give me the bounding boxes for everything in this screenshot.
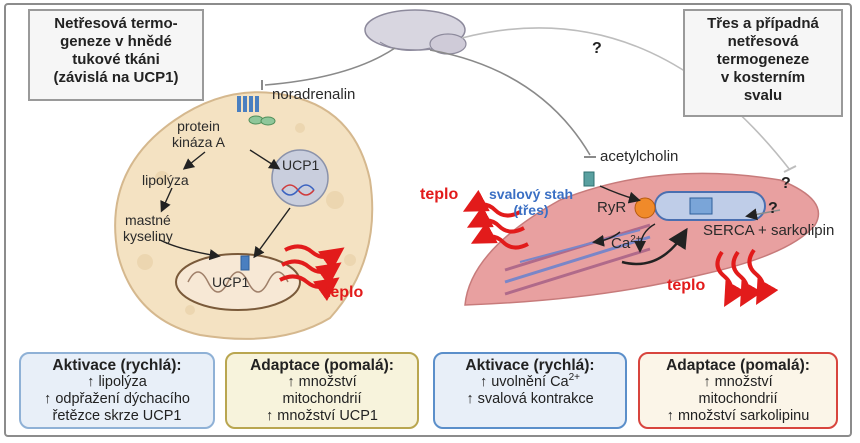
label-serca: SERCA + sarkolipin [703,222,835,239]
receptor-icon [237,96,276,126]
mitochondrion-icon [175,253,301,311]
heat-waves-muscle-bottom [715,248,779,307]
right-title-box: Třes a případná netřesová termogeneze v … [683,9,843,117]
label-fatty-acids-line: mastné [124,212,171,228]
right-title-line: netřesová [727,33,799,50]
box-line: ↑ uvolnění Ca2+ [435,372,625,391]
box-line: ↑ množství sarkolipinu [666,408,810,424]
box-line: mitochondrií [698,391,778,407]
nucleus-icon [271,149,329,207]
box-line: ↑ lipolýza [87,374,147,390]
question-mark: ? [592,40,602,57]
brain-icon [364,9,467,55]
heat-waves-muscle-left [462,189,529,250]
right-title-line: svalu [743,87,783,104]
label-ryr: RyR [597,199,627,216]
ryr-channel-icon [634,197,656,219]
label-lipolysis: lipolýza [142,172,189,188]
box-muscle-activation: Aktivace (rychlá): ↑ uvolnění Ca2+ ↑ sva… [433,352,627,429]
left-title-box: Netřesová termo- geneze v hnědé tukové t… [28,9,204,101]
label-protein-kinase-line: kináza A [172,134,225,150]
label-noradrenalin: noradrenalin [272,86,356,103]
right-title-line: v kosterním [720,69,806,86]
label-calcium-charge: 2+ [630,234,642,245]
label-heat-muscle-bottom: teplo [667,277,706,294]
left-title-line: geneze v hnědé [60,33,172,50]
box-line: ↑ množství [703,374,773,390]
label-muscle-contraction-line: (třes) [513,202,549,218]
box-muscle-adaptation: Adaptace (pomalá): ↑ množství mitochondr… [638,352,838,429]
box-line: mitochondrií [282,391,362,407]
box-header: Adaptace (pomalá): [250,357,394,374]
box-header: Aktivace (rychlá): [52,357,182,374]
left-title-line: tukové tkáni [72,51,160,68]
box-line: řetězce skrze UCP1 [52,408,182,424]
box-line: ↑ množství [287,374,357,390]
label-muscle-contraction: svalový stah (třes) [489,186,573,218]
right-title-line: Třes a případná [707,15,819,32]
left-title-line: Netřesová termo- [54,15,178,32]
figure-frame [4,3,852,437]
question-mark: ? [781,175,791,192]
t-tubule-icon [583,171,595,187]
box-line-text: ↑ uvolnění Ca [479,374,569,390]
left-title-line: (závislá na UCP1) [53,69,179,86]
nerve-to-muscle-unknown [461,27,791,171]
box-line: ↑ svalová kontrakce [466,391,594,407]
label-heat-left: teplo [325,284,364,301]
label-ucp1-nucleus: UCP1 [282,157,320,173]
box-header: Adaptace (pomalá): [666,357,810,374]
box-line-charge: 2+ [568,372,581,384]
box-header: Aktivace (rychlá): [465,357,595,374]
label-muscle-contraction-line: svalový stah [489,186,574,202]
label-fatty-acids: mastné kyseliny [123,212,173,244]
heat-waves-left [279,244,345,302]
label-acetylcholin: acetylcholin [600,148,679,165]
box-fat-adaptation: Adaptace (pomalá): ↑ množství mitochondr… [225,352,419,429]
box-line: ↑ odpřažení dýchacího [44,391,190,407]
nerve-to-fat [264,47,396,86]
label-calcium-symbol: Ca [611,235,631,252]
label-protein-kinase-line: protein [177,118,220,134]
label-fatty-acids-line: kyseliny [123,228,173,244]
question-mark: ? [768,200,778,217]
label-protein-kinase: protein kináza A [172,118,225,150]
label-calcium: Ca2+ [611,234,642,252]
box-line: ↑ množství UCP1 [266,408,378,424]
nerve-to-muscle [429,49,591,156]
label-ucp1-mito: UCP1 [212,274,250,290]
right-title-line: termogeneze [716,51,810,68]
label-heat-muscle-left: teplo [420,186,459,203]
box-fat-activation: Aktivace (rychlá): ↑ lipolýza ↑ odpřažen… [19,352,215,429]
